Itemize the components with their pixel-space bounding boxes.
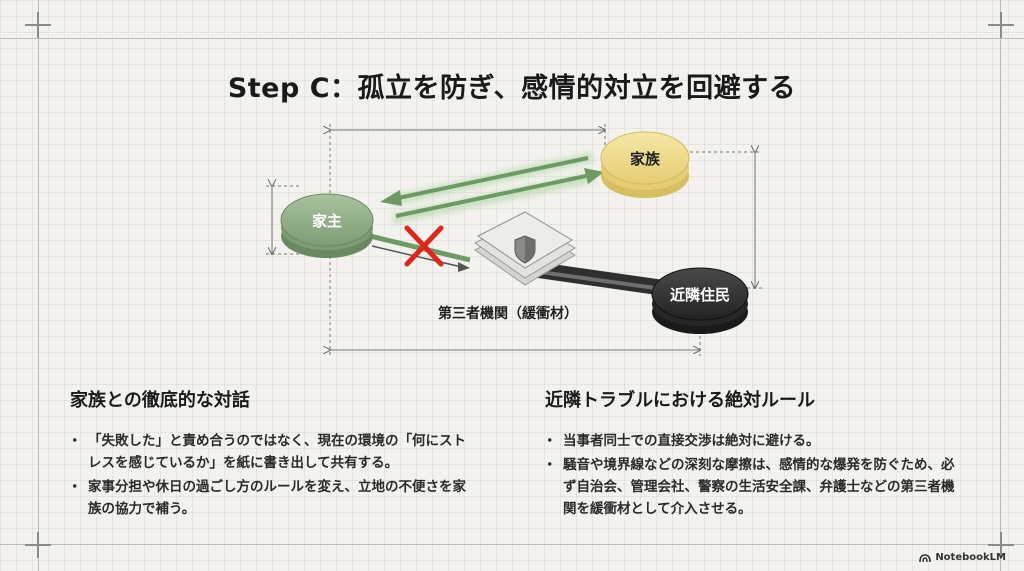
neighbor-label: 近隣住民 xyxy=(670,286,730,304)
neighbor-rule-section: 近隣トラブルにおける絶対ルール 当事者同士での直接交渉は絶対に避ける。 騒音や境… xyxy=(543,386,965,522)
shield-icon xyxy=(514,235,536,264)
crosshair-mark xyxy=(988,12,1014,38)
crosshair-mark xyxy=(25,12,51,38)
brand-label: NotebookLM xyxy=(935,552,1006,563)
frame-guide-bottom xyxy=(0,544,1024,545)
brand-mark: NotebookLM xyxy=(919,552,1006,563)
buffer-label: 第三者機関（緩衝材） xyxy=(438,305,578,322)
third-party-buffer xyxy=(474,211,576,286)
notebook-logo-icon xyxy=(919,553,932,562)
list-item: 騒音や境界線などの深刻な摩擦は、感情的な爆発を防ぐため、必ず自治会、管理会社、警… xyxy=(543,454,965,520)
blocked-cross-stroke xyxy=(404,225,444,267)
neighbor-node: 近隣住民 xyxy=(651,267,749,334)
crosshair-mark xyxy=(25,532,51,558)
frame-guide-right xyxy=(1000,0,1001,571)
page-title: Step C：孤立を防ぎ、感情的対立を回避する xyxy=(227,73,797,105)
householder-node: 家主 xyxy=(280,193,374,258)
list-item: 「失敗した」と責め合うのではなく、現在の環境の「何にストレスを感じているか」を紙… xyxy=(68,430,470,474)
list-item: 当事者同士での直接交渉は絶対に避ける。 xyxy=(543,430,965,452)
family-node: 家族 xyxy=(600,131,690,198)
section-heading: 家族との徹底的な対話 xyxy=(70,390,250,411)
family-dialogue-section: 家族との徹底的な対話 「失敗した」と責め合うのではなく、現在の環境の「何にストレ… xyxy=(68,386,470,522)
list-item: 家事分担や休日の過ごし方のルールを変え、立地の不便さを家族の協力で補う。 xyxy=(68,476,470,520)
frame-guide-left xyxy=(38,0,39,571)
bullet-list: 当事者同士での直接交渉は絶対に避ける。 騒音や境界線などの深刻な摩擦は、感情的な… xyxy=(543,430,965,520)
frame-guide-top xyxy=(0,38,1024,39)
section-heading: 近隣トラブルにおける絶対ルール xyxy=(545,390,815,411)
family-dialogue-arrows xyxy=(380,152,604,224)
householder-label: 家主 xyxy=(312,212,342,230)
bullet-list: 「失敗した」と責め合うのではなく、現在の環境の「何にストレスを感じているか」を紙… xyxy=(68,430,470,520)
crosshair-mark xyxy=(988,532,1014,558)
buffer-to-neighbor-path xyxy=(538,262,664,296)
blocked-cross-icon xyxy=(404,225,444,267)
family-label: 家族 xyxy=(630,150,661,168)
